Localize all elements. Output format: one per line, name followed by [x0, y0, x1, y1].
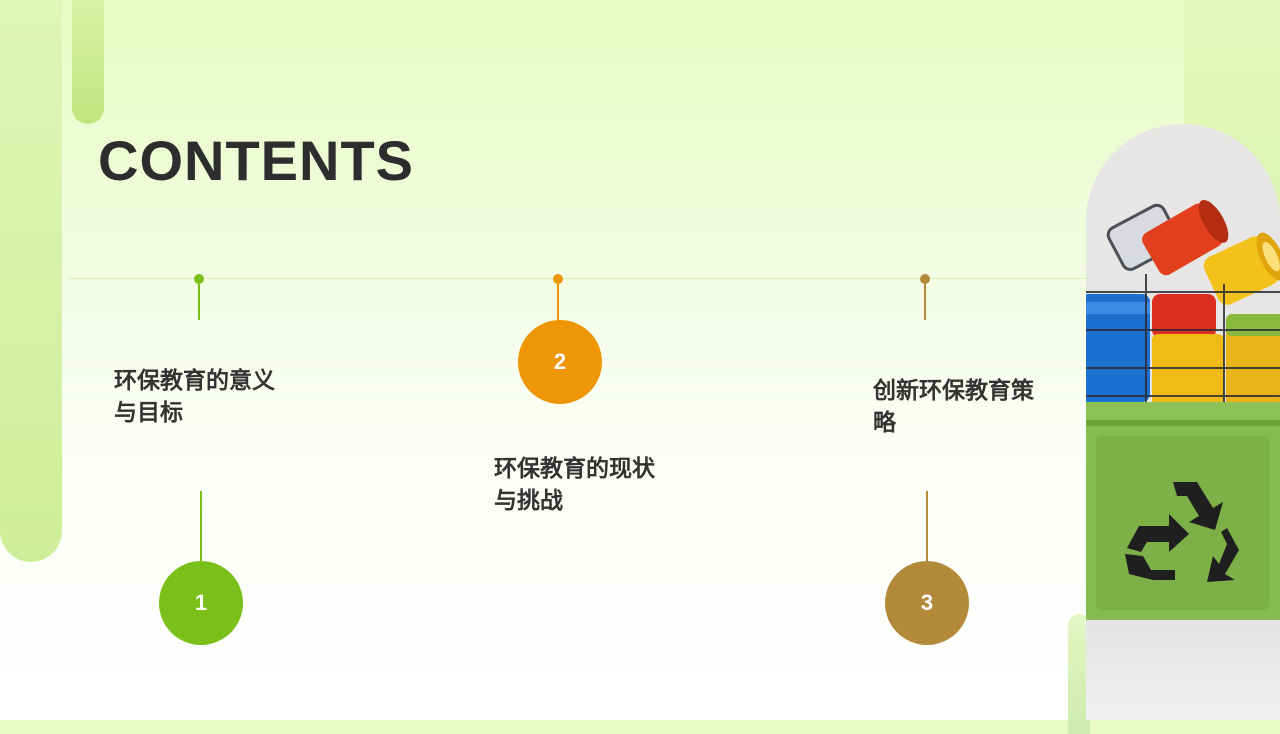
timeline-stem [557, 284, 559, 324]
timeline-stem [200, 491, 202, 563]
timeline-stem [924, 284, 926, 320]
timeline-stem [198, 284, 200, 320]
timeline-dot [194, 274, 204, 284]
decorative-bar-left-inner [72, 0, 104, 124]
decorative-bar-bottom [1068, 614, 1090, 734]
item-label: 环保教育的现状与挑战 [494, 455, 655, 513]
item-label: 环保教育的意义与目标 [114, 367, 275, 425]
number-badge: 1 [159, 561, 243, 645]
recycle-icon [1125, 482, 1239, 582]
decorative-bar-left [0, 0, 62, 562]
timeline-line [68, 278, 1098, 279]
timeline-dot [553, 274, 563, 284]
number-badge: 3 [885, 561, 969, 645]
number-badge: 2 [518, 320, 602, 404]
timeline-dot [920, 274, 930, 284]
page-title: CONTENTS [98, 129, 414, 192]
timeline-stem [926, 491, 928, 563]
item-label: 创新环保教育策略 [873, 377, 1034, 435]
photo-floor [1086, 620, 1280, 720]
recycling-photo [1086, 124, 1280, 620]
